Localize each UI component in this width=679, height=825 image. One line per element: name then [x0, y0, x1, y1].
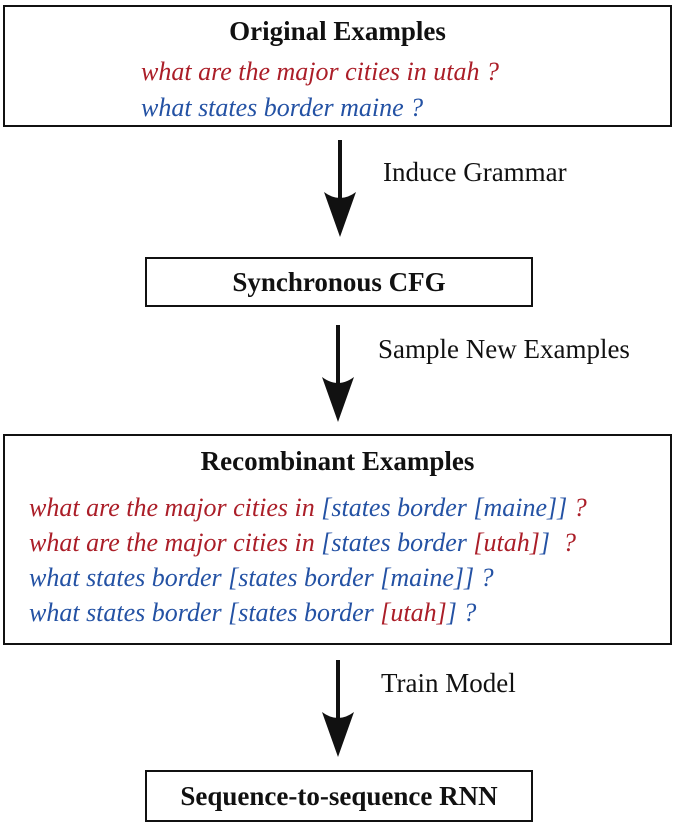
- example-segment-red: ?: [549, 528, 576, 557]
- example-segment-blue: [states border [maine]]: [321, 493, 568, 522]
- synchronous-cfg-title: Synchronous CFG: [232, 267, 446, 297]
- example-segment-red: what are the major cities in: [29, 528, 322, 557]
- original-examples-lines: what are the major cities in utah ? what …: [141, 54, 670, 126]
- train-model-label: Train Model: [381, 668, 516, 698]
- original-examples-box: Original Examples what are the major cit…: [3, 5, 672, 127]
- induce-grammar-label: Induce Grammar: [383, 157, 567, 187]
- example-segment-blue: what states border [states border [maine…: [29, 563, 494, 592]
- example-line: what are the major cities in [states bor…: [29, 525, 670, 560]
- recombinant-examples-title: Recombinant Examples: [200, 446, 475, 476]
- recombinant-examples-lines: what are the major cities in [states bor…: [29, 490, 670, 630]
- synchronous-cfg-box: Synchronous CFG: [145, 257, 533, 307]
- example-segment-blue: what states border [states border: [29, 598, 381, 627]
- original-examples-title: Original Examples: [229, 16, 446, 46]
- example-segment-blue: ]: [539, 528, 550, 557]
- example-line: what are the major cities in utah ?: [141, 54, 670, 90]
- recombinant-examples-box: Recombinant Examples what are the major …: [3, 434, 672, 645]
- example-segment-red: [utah]: [380, 598, 447, 627]
- example-segment-red: [utah]: [473, 528, 540, 557]
- example-segment-red: ?: [567, 493, 587, 522]
- example-line: what states border [states border [maine…: [29, 560, 670, 595]
- seq2seq-rnn-box: Sequence-to-sequence RNN: [145, 770, 533, 822]
- down-arrow-icon: [324, 140, 356, 237]
- example-line: what are the major cities in [states bor…: [29, 490, 670, 525]
- example-segment-blue: what states border maine ?: [141, 93, 424, 122]
- sample-new-examples-label: Sample New Examples: [378, 334, 630, 364]
- example-segment-red: what are the major cities in: [29, 493, 322, 522]
- seq2seq-rnn-title: Sequence-to-sequence RNN: [180, 781, 498, 811]
- down-arrow-icon: [322, 325, 354, 422]
- example-line: what states border [states border [utah]…: [29, 595, 670, 630]
- example-segment-red: what are the major cities in utah ?: [141, 57, 499, 86]
- down-arrow-icon: [322, 660, 354, 757]
- example-segment-blue: ] ?: [446, 598, 477, 627]
- example-line: what states border maine ?: [141, 90, 670, 126]
- example-segment-blue: [states border: [321, 528, 474, 557]
